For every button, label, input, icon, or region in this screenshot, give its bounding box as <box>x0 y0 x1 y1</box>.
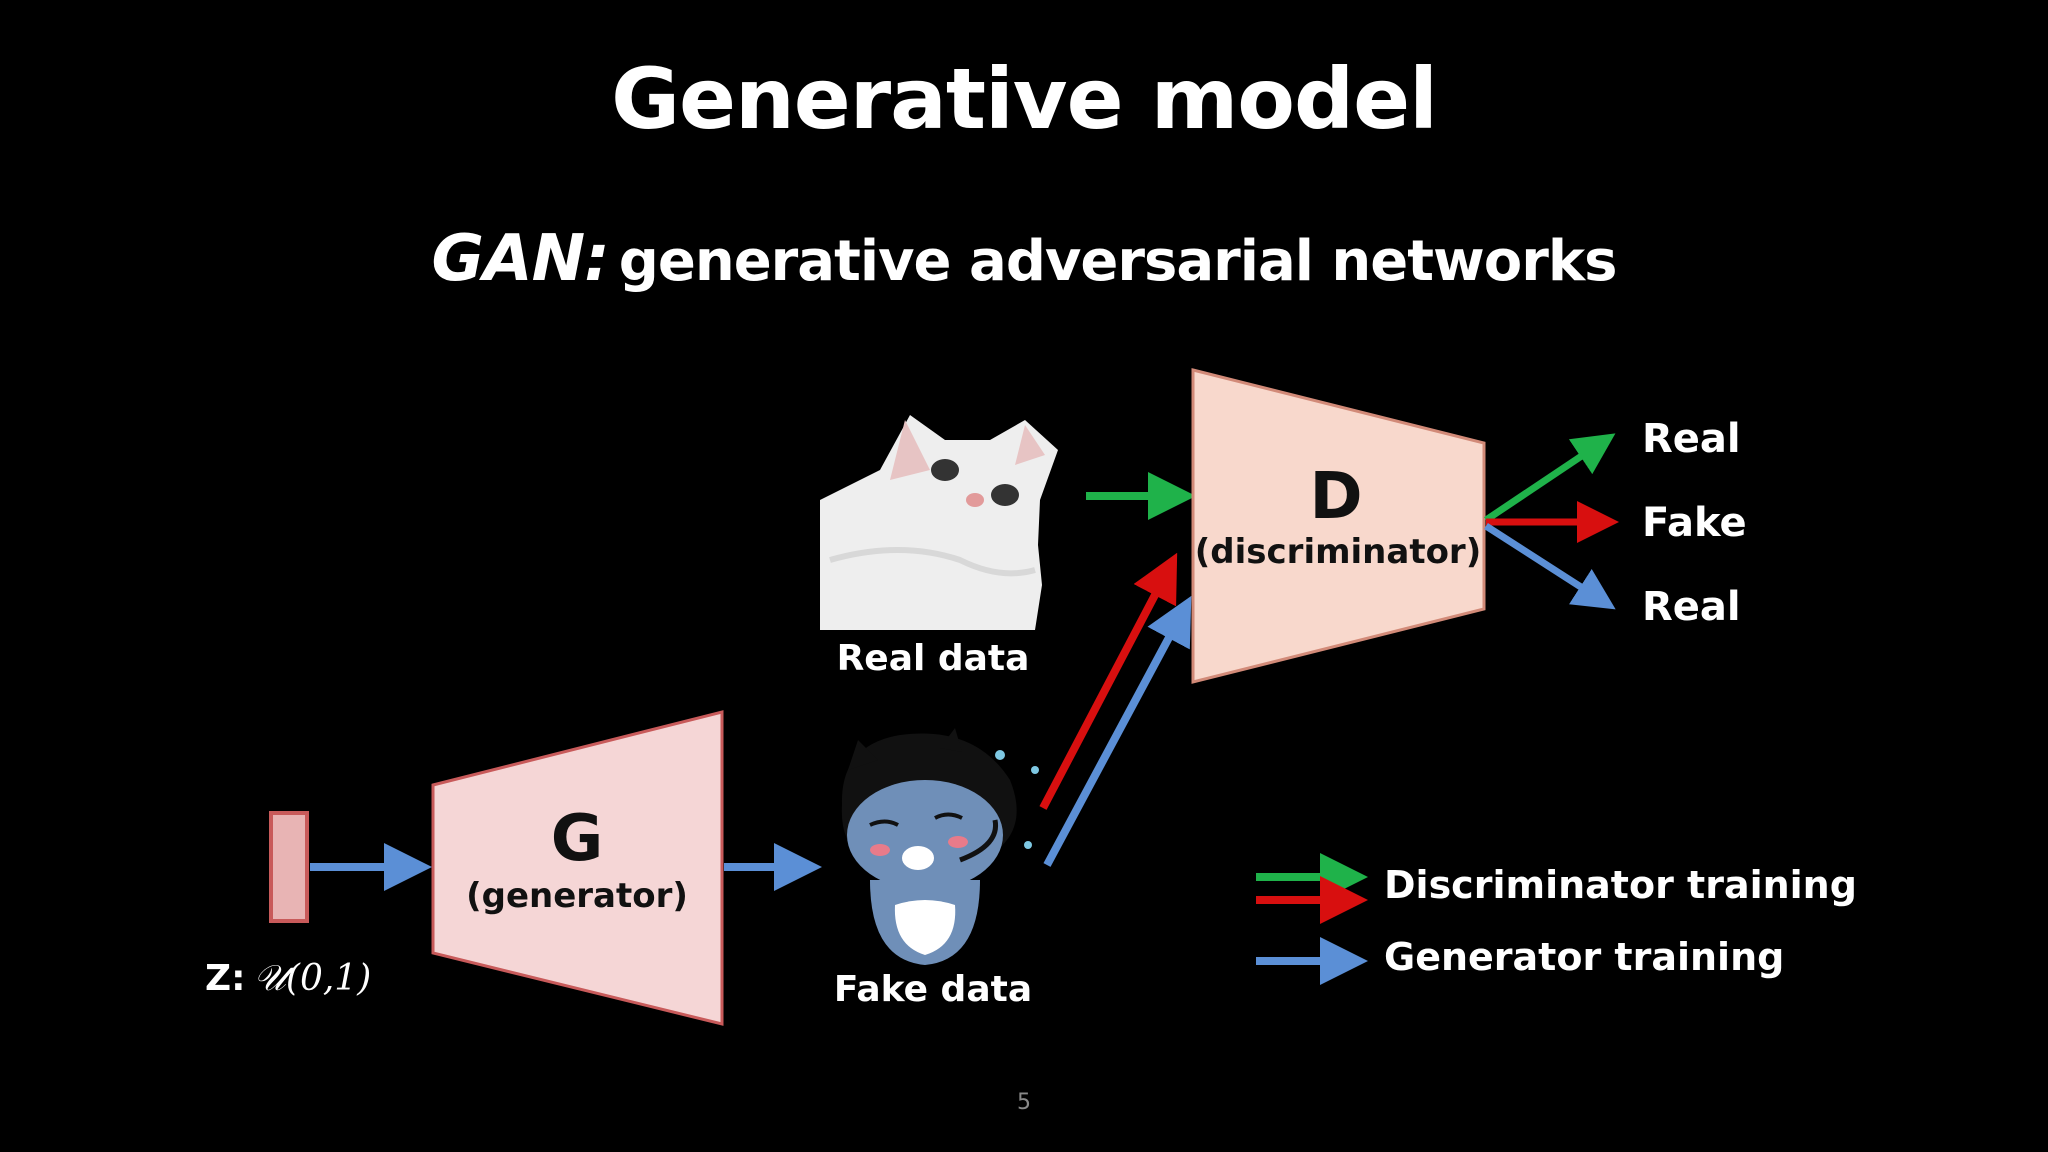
generator-label: (generator) <box>466 876 688 916</box>
subtitle-gan: GAN: <box>431 222 610 296</box>
fake-data-image <box>841 728 1039 965</box>
output-label-3: Real <box>1642 584 1741 630</box>
output-label-2: Fake <box>1642 500 1747 546</box>
discriminator-letter: D <box>1309 460 1362 534</box>
generator-block <box>431 710 724 1026</box>
subtitle-rest: generative adversarial networks <box>618 229 1618 294</box>
discriminator-label: (discriminator) <box>1195 532 1482 572</box>
fake-data-label: Fake data <box>834 969 1032 1010</box>
arrow-fake-to-discriminator-blue <box>1043 595 1192 867</box>
generator-letter: G <box>551 802 604 876</box>
noise-label: Z:𝒰(0,1) <box>205 958 371 999</box>
slide-title: Generative model <box>611 50 1438 148</box>
arrow-output-real-blue <box>1484 523 1616 610</box>
real-data-label: Real data <box>837 638 1030 679</box>
real-data-image <box>820 415 1058 630</box>
page-number: 5 <box>1017 1090 1031 1115</box>
legend-generator-training: Generator training <box>1384 935 1784 979</box>
arrow-output-real-green <box>1484 433 1616 523</box>
slide-subtitle: GAN:generative adversarial networks <box>0 222 2048 296</box>
arrow-fake-to-discriminator-red <box>1039 552 1178 810</box>
output-label-1: Real <box>1642 416 1741 462</box>
discriminator-block <box>1191 368 1486 684</box>
legend: Discriminator training Generator trainin… <box>1256 853 1857 985</box>
noise-vector <box>269 811 309 923</box>
legend-discriminator-training: Discriminator training <box>1384 863 1857 907</box>
